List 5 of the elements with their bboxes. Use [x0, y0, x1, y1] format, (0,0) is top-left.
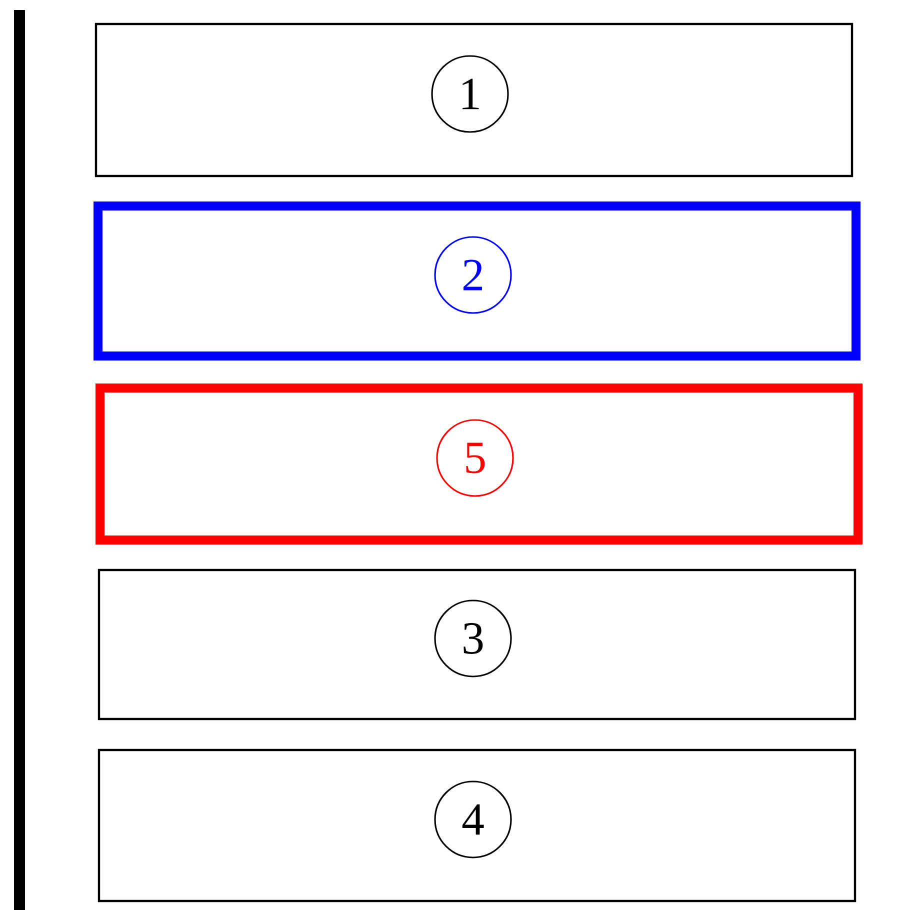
box: [94, 202, 860, 360]
box: [96, 384, 862, 544]
box: [94, 22, 854, 178]
box: [98, 568, 856, 720]
box: [98, 748, 856, 902]
